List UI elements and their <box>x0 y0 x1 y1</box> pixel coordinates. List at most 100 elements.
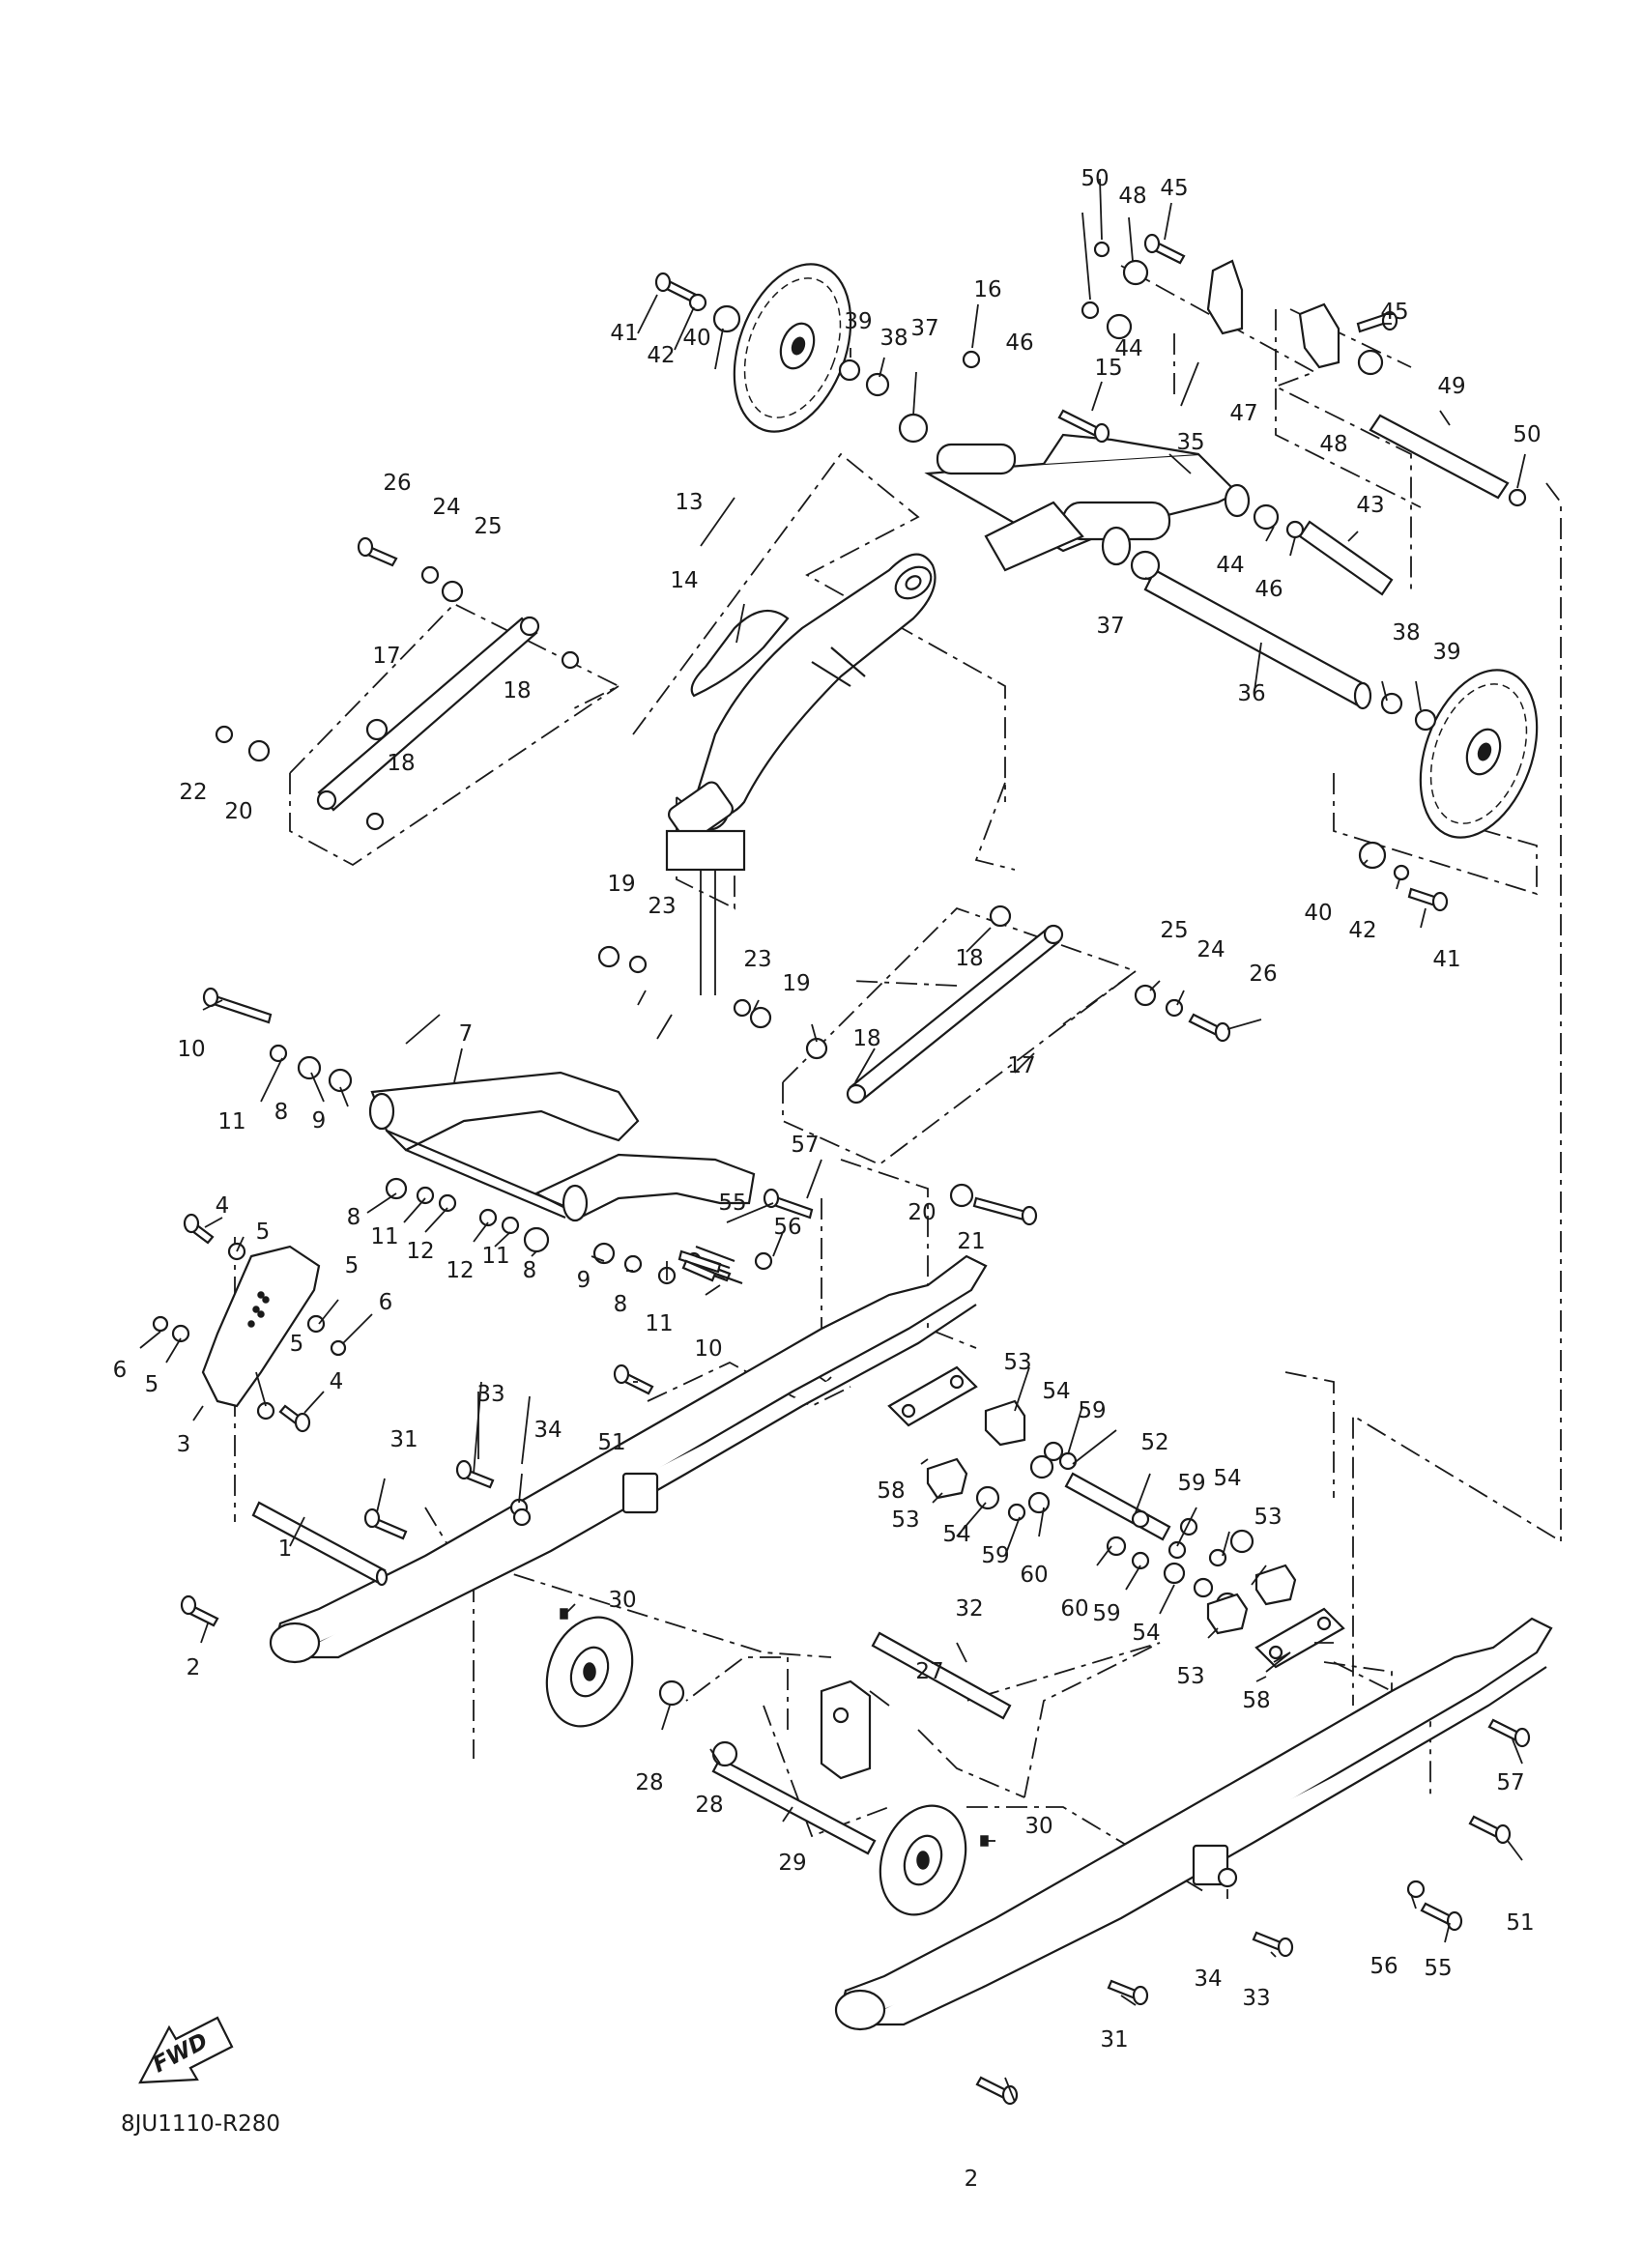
callout-number: 30 <box>1024 1814 1052 1839</box>
callout-number: 56 <box>773 1215 801 1240</box>
callout-number: 25 <box>474 514 502 539</box>
callout-number: 9 <box>312 1108 327 1134</box>
callout-number: 60 <box>1060 1596 1088 1622</box>
idler-wheel-lower-left <box>545 1616 634 1728</box>
bolt-icon <box>972 1196 1038 1226</box>
bolt-icon <box>357 536 398 567</box>
shaft-1 <box>251 1501 389 1587</box>
callout-number: 59 <box>981 1543 1009 1568</box>
plate-58-lower <box>1254 1607 1345 1669</box>
callout-number: 60 <box>1020 1563 1048 1588</box>
callout-number: 27 <box>915 1659 943 1684</box>
callout-number: 8 <box>614 1292 628 1317</box>
callout-number: 18 <box>387 751 415 776</box>
callout-number: 55 <box>1424 1956 1452 1981</box>
rear-arm <box>924 433 1251 572</box>
callout-number: 28 <box>635 1770 663 1795</box>
callout-number: 37 <box>910 316 938 341</box>
washer-icon <box>152 241 1527 1899</box>
callout-number: 45 <box>1160 176 1188 201</box>
bolt-icon <box>455 1459 495 1489</box>
plate-58-upper <box>887 1365 978 1427</box>
bolt-icon <box>183 1213 215 1245</box>
bolt-icon <box>1107 1979 1149 2006</box>
callout-number: 33 <box>1242 1986 1270 2011</box>
callout-number: 1 <box>278 1536 293 1562</box>
callout-number: 4 <box>216 1193 230 1219</box>
shaft-36 <box>1143 568 1372 710</box>
callout-number: 51 <box>597 1430 625 1455</box>
shaft-49 <box>1369 414 1510 500</box>
callout-number: 47 <box>1229 401 1257 426</box>
shaft-52 <box>1064 1472 1171 1541</box>
callout-number: 14 <box>670 568 698 593</box>
bolt-icon <box>654 272 698 303</box>
callout-number: 50 <box>1081 166 1109 191</box>
bracket-27 <box>820 1679 872 1780</box>
callout-number: 54 <box>1042 1379 1070 1404</box>
callout-number: 33 <box>476 1382 504 1407</box>
bushing-53-icon <box>926 1399 1297 1635</box>
callout-number: 11 <box>645 1311 673 1336</box>
callout-number: 7 <box>459 1021 474 1047</box>
callout-number: 2 <box>965 2167 979 2192</box>
callout-number: 34 <box>1194 1967 1222 1992</box>
callout-number: 18 <box>503 678 531 703</box>
bolt-icon <box>1188 1013 1231 1043</box>
callout-number: 54 <box>942 1522 970 1547</box>
callout-number: 51 <box>1506 1910 1534 1936</box>
link-rod-upper <box>316 616 540 812</box>
idler-wheel-top-left <box>733 263 852 433</box>
bolt-icon <box>695 1254 731 1270</box>
callout-number: 5 <box>145 1372 159 1397</box>
callout-number: 5 <box>290 1332 304 1357</box>
callout-number: 19 <box>607 872 635 897</box>
callout-number: 24 <box>1196 937 1225 962</box>
callout-number: 43 <box>1356 493 1384 518</box>
callout-number: 56 <box>1369 1954 1398 1979</box>
callout-number: 58 <box>877 1479 905 1504</box>
callout-number: 9 <box>577 1268 591 1293</box>
callout-number: 42 <box>1348 918 1376 943</box>
callout-number: 44 <box>1114 336 1142 361</box>
callout-number: 28 <box>695 1793 723 1818</box>
callout-number: 26 <box>383 471 411 496</box>
callout-number: 24 <box>432 495 460 520</box>
fwd-arrow-icon: FWD <box>138 2016 234 2084</box>
bolt-icon <box>1356 310 1398 333</box>
callout-number: 31 <box>389 1427 418 1452</box>
callout-number: 2 <box>187 1655 201 1680</box>
callout-number: 18 <box>955 946 983 971</box>
callout-number: 20 <box>224 799 252 824</box>
callout-number: 53 <box>1254 1505 1282 1530</box>
callout-number: 55 <box>718 1191 746 1216</box>
callout-number: 46 <box>1005 330 1033 356</box>
callout-number: 57 <box>1496 1770 1524 1795</box>
slide-rail-right <box>834 1617 1553 2031</box>
callout-number: 21 <box>957 1229 985 1254</box>
callout-number: 10 <box>694 1336 722 1362</box>
callout-number: 12 <box>446 1258 474 1283</box>
bolt-icon <box>1252 1931 1294 1958</box>
callout-number: 36 <box>1237 681 1265 706</box>
shaft-32 <box>871 1631 1012 1720</box>
bolt-icon <box>1468 1815 1512 1845</box>
callout-number: 39 <box>1432 640 1460 665</box>
callout-number: 3 <box>177 1432 191 1457</box>
bolt-icon <box>278 1404 311 1433</box>
callout-number: 42 <box>647 343 675 368</box>
callout-number: 22 <box>179 780 207 805</box>
shock-sleeve <box>690 609 790 698</box>
callout-number: 32 <box>955 1596 983 1622</box>
callout-number: 10 <box>177 1037 205 1062</box>
callout-number: 53 <box>1003 1350 1031 1375</box>
callout-number: 17 <box>1007 1053 1035 1078</box>
callout-number: 48 <box>1319 432 1347 457</box>
idler-wheel-right <box>1419 669 1539 839</box>
callout-number: 5 <box>345 1253 360 1278</box>
bolt-icon <box>975 2076 1019 2106</box>
callout-number: 49 <box>1437 374 1465 399</box>
callout-number: 5 <box>256 1220 271 1245</box>
callout-number: 44 <box>1216 553 1244 578</box>
bolt-icon <box>363 1507 408 1540</box>
